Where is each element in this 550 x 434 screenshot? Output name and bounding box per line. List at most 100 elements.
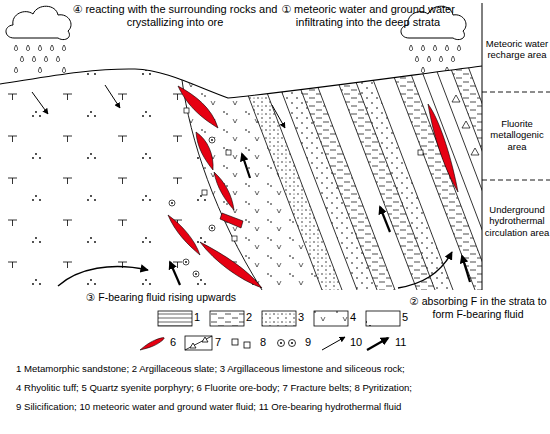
silica-ring — [183, 259, 189, 265]
rain-drop — [427, 56, 430, 62]
legend-number: 2 — [246, 311, 252, 324]
circulation-arrow — [58, 267, 148, 286]
rain-cloud — [401, 6, 466, 72]
pyrite-sample — [244, 342, 250, 348]
zone-label: Meteoric water recharge area — [484, 38, 550, 61]
legend-description: 4 Rhyolitic tuff; 5 Quartz syenite porph… — [16, 382, 412, 394]
rain-drop — [409, 45, 412, 51]
ore-body — [214, 172, 234, 210]
silica-ring — [169, 200, 175, 206]
sandstone-band — [322, 40, 435, 290]
silica-ring — [209, 225, 215, 231]
cloud-shape — [6, 6, 71, 39]
rising-fluid-arrow — [170, 262, 180, 285]
zone-divider — [482, 3, 483, 290]
silica-dot — [171, 202, 173, 204]
legend-number: 7 — [215, 336, 221, 349]
rain-drop — [50, 45, 53, 51]
fracture-belt — [452, 95, 479, 155]
rain-drop — [415, 56, 418, 62]
rain-drop — [20, 56, 23, 62]
slate-sample — [210, 311, 244, 326]
silica-ring — [193, 271, 199, 277]
fracture-triangle — [462, 121, 470, 128]
limestone-sample — [262, 311, 296, 326]
intrusive-contact — [182, 80, 262, 290]
rain-cloud — [6, 6, 71, 72]
rain-drop — [38, 45, 41, 51]
ore-body — [220, 213, 243, 228]
silica-sample-ring — [278, 340, 285, 347]
fluorite-ore-bodies — [168, 86, 458, 288]
fracture-triangle — [452, 95, 460, 102]
slate-band — [262, 40, 377, 290]
ore-body — [168, 215, 200, 255]
geologic-section — [0, 40, 550, 290]
silica-sample-dot — [280, 342, 282, 344]
rain-drop — [445, 45, 448, 51]
silica-sample-dot — [291, 342, 293, 344]
sandstone-sample — [158, 311, 192, 326]
meteoric-arrow-sample — [322, 337, 345, 350]
tuff-sample — [314, 311, 348, 326]
infiltration-arrow — [32, 92, 48, 114]
hydrothermal-arrows — [170, 154, 470, 285]
process-step-note: ③ F-bearing fluid rising upwards — [86, 291, 236, 304]
fracture-sample-triangles — [190, 337, 208, 348]
rain-drop — [433, 45, 436, 51]
ore-body — [200, 242, 262, 288]
legend-number: 11 — [395, 336, 406, 349]
infiltration-arrow — [105, 85, 120, 108]
legend-description: 1 Metamorphic sandstone; 2 Argillaceous … — [16, 363, 405, 375]
rain-drops — [14, 45, 65, 73]
ore-body-swatch — [140, 338, 164, 350]
sandstone-band — [440, 40, 550, 290]
pyritization-marks — [184, 108, 423, 241]
ground-surface — [0, 66, 482, 98]
legend-description: 9 Silicification; 10 meteoric water and … — [16, 401, 401, 413]
rain-drop — [421, 45, 424, 51]
pyrite-square — [226, 150, 231, 155]
rain-drop — [62, 67, 65, 73]
pyrite-sample — [232, 339, 238, 345]
rain-drop — [38, 67, 41, 73]
sandstone-band — [475, 40, 550, 290]
legend-samples — [158, 311, 400, 350]
meteoric-water-arrows — [32, 85, 285, 128]
rising-fluid-arrow — [462, 256, 470, 282]
zone-label: Fluorite metallogenic area — [484, 118, 550, 152]
silica-dot — [185, 261, 187, 263]
ore-body — [428, 104, 458, 192]
rhyolitic-tuff — [182, 40, 322, 290]
rain-drop — [421, 67, 424, 73]
rain-drop — [14, 67, 17, 73]
rain-drop — [44, 56, 47, 62]
infiltration-arrow — [272, 105, 285, 128]
legend-number: 1 — [194, 311, 200, 324]
fracture-sample-line — [185, 336, 212, 350]
legend-swatches — [140, 338, 164, 350]
zone-boundary — [482, 92, 550, 180]
rain-drop — [56, 56, 59, 62]
silica-dot — [195, 273, 197, 275]
silica-dot — [211, 139, 213, 141]
silica-dot — [211, 227, 213, 229]
fracture-triangle — [471, 148, 479, 155]
legend-number: 5 — [402, 311, 408, 324]
rain-drop — [457, 45, 460, 51]
pyrite-square — [184, 108, 189, 113]
fracture-sample — [185, 336, 212, 350]
pyrite-square — [418, 150, 423, 155]
legend-number: 8 — [260, 336, 266, 349]
pyrite-square — [232, 236, 237, 241]
silicification-marks — [169, 137, 215, 277]
strata-bands — [227, 40, 550, 290]
process-step-note: ② absorbing F in the strata to form F-be… — [406, 295, 550, 320]
zone-label: Underground hydrothermal circulation are… — [484, 204, 550, 238]
pyrite-square — [202, 190, 207, 195]
silica-sample-ring — [289, 340, 296, 347]
rain-drop — [14, 45, 17, 51]
legend-number: 4 — [350, 311, 356, 324]
rising-fluid-arrow — [380, 207, 390, 232]
